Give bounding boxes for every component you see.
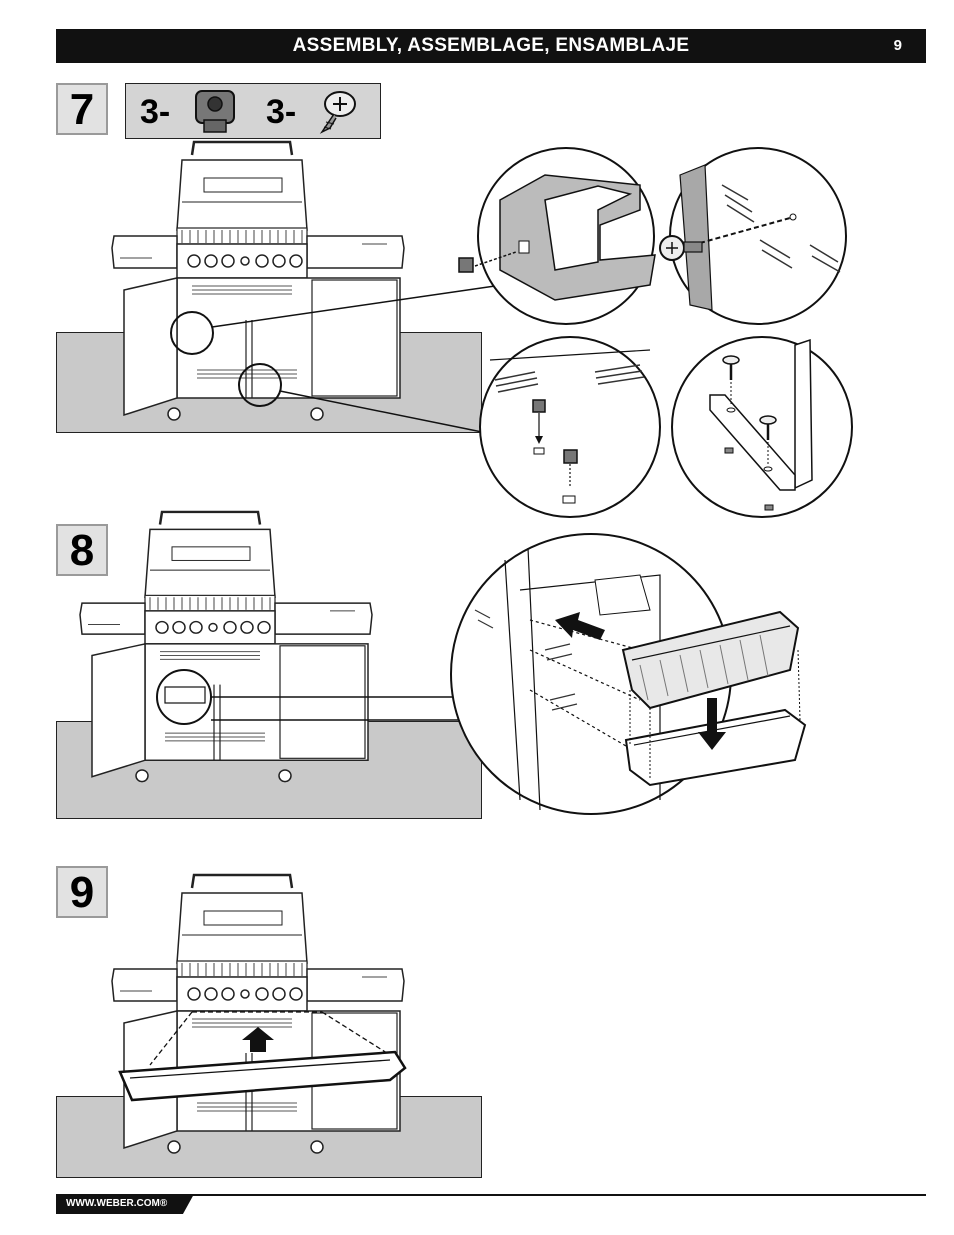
step-number-9: 9 [56,866,108,918]
page-title: ASSEMBLY, ASSEMBLAGE, ENSAMBLAJE [292,35,690,56]
step-number-7: 7 [56,83,108,135]
grill-illustration-step9 [110,873,407,1155]
detail-grease-tray [450,533,807,815]
footer-url[interactable]: WWW.WEBER.COM® [56,1194,194,1214]
footer-rule [56,1194,926,1196]
detail-floor-clips [479,336,661,518]
detail-bracket-screws [671,336,853,518]
part-qty-screw: 3- [266,93,297,131]
grill-illustration-step7 [110,140,496,433]
screw-icon [319,91,356,134]
grill-illustration-step8 [78,510,458,783]
detail-screw-panel [659,147,847,325]
step-number-8: 8 [56,524,108,576]
clip-nut-icon [195,90,235,133]
part-qty-clip-nut: 3- [140,93,171,131]
header-bar: ASSEMBLY, ASSEMBLAGE, ENSAMBLAJE 9 [56,29,926,63]
detail-frame-clip [458,147,656,325]
page-number: 9 [893,37,902,54]
